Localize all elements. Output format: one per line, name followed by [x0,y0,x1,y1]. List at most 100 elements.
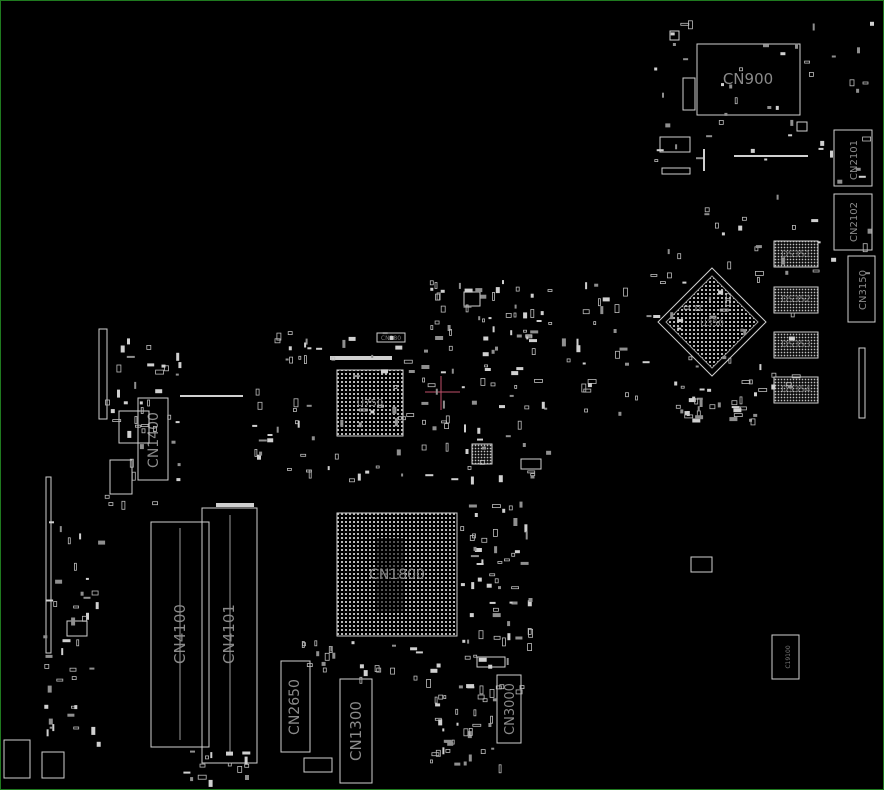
passive-part [300,453,307,457]
ds354-chip[interactable]: DS354 [773,376,819,404]
passive-part [45,654,53,658]
cn4100-slot[interactable]: CN4100 [150,521,210,748]
passive-part [505,312,512,318]
passive-part [704,213,710,216]
passive-part [519,501,523,508]
passive-part [116,364,122,373]
passive-part [468,754,472,762]
cn900-connector[interactable]: CN900 [696,43,801,116]
passive-part [448,345,453,351]
passive-part [134,424,141,428]
passive-part [507,621,511,627]
passive-part [359,676,363,684]
passive-part [455,708,459,715]
passive-part [285,358,289,361]
passive-part [497,561,503,564]
cn3150-connector[interactable]: CN3150 [847,255,876,323]
cn1400-connector[interactable]: CN1400 [137,397,169,481]
passive-part [520,561,529,565]
passive-part [494,578,499,584]
passive-part [495,685,502,690]
passive-part [499,405,505,409]
passive-part [856,88,860,93]
passive-part [662,92,664,98]
passive-part [129,458,134,468]
passive-part [729,417,738,422]
cn2650-connector[interactable]: CN2650 [280,660,311,753]
passive-part [177,463,181,467]
passive-part [464,424,466,433]
passive-part [525,334,533,338]
passive-part [363,670,368,677]
passive-part [707,388,712,392]
passive-part [653,315,661,318]
passive-part [523,329,527,333]
passive-part [316,651,320,657]
passive-part [771,372,777,378]
passive-part [483,336,489,341]
passive-part [523,312,528,319]
cn4101-slot[interactable]: CN4101 [201,507,258,764]
passive-part [56,678,64,682]
passive-part [479,685,484,695]
ds353-chip[interactable]: DS353 [773,331,819,359]
cn2101-connector[interactable]: CN2101 [833,129,873,187]
passive-part [525,531,528,540]
passive-part [528,598,533,602]
passive-part [199,763,206,768]
passive-part [86,612,89,620]
cn2102-connector[interactable]: CN2102 [833,193,873,251]
passive-part [305,338,308,345]
passive-part [576,345,581,353]
passive-part [474,513,478,517]
u750-chip[interactable]: U750 [336,369,404,437]
passive-part [134,416,138,424]
passive-part [809,72,814,77]
passive-part [348,336,356,341]
passive-part [837,179,843,184]
passive-part [488,723,492,727]
passive-part [257,454,261,460]
passive-part [175,373,179,376]
cn3000-connector[interactable]: CN3000 [496,674,522,744]
passive-part [242,751,251,755]
passive-part [427,383,436,388]
passive-part [820,140,825,146]
passive-part [677,253,682,260]
svg-text:DS354: DS354 [781,385,811,395]
c19100-part[interactable]: C19100 [771,634,800,680]
passive-part [422,419,426,425]
passive-part [208,779,213,787]
passive-part [470,555,479,558]
passive-part [436,663,441,668]
cn1800-chip[interactable]: CN1800 [336,512,458,637]
cn1300-connector[interactable]: CN1300 [339,678,373,784]
passive-part [508,505,513,511]
bga-diamond-chip[interactable]: U350 [657,267,767,377]
passive-part [709,315,717,319]
passive-part [451,368,454,374]
passive-part [795,43,798,49]
passive-part [722,356,727,360]
passive-part [89,667,95,670]
passive-part [817,241,821,244]
passive-part [667,272,672,279]
passive-part [95,602,99,610]
passive-part [642,361,650,364]
passive-part [513,518,518,526]
passive-part [682,281,687,284]
passive-part [425,474,434,477]
passive-part [104,494,110,499]
passive-part [245,775,249,780]
passive-part [401,473,404,477]
passive-part [683,58,689,61]
passive-part [469,613,474,618]
ds352-chip[interactable]: DS352 [773,286,819,314]
passive-part [430,325,434,330]
passive-part [82,615,87,622]
passive-part [472,723,482,727]
ds351-chip[interactable]: DS351 [773,240,819,268]
passive-part [527,643,532,651]
passive-part [656,149,664,152]
